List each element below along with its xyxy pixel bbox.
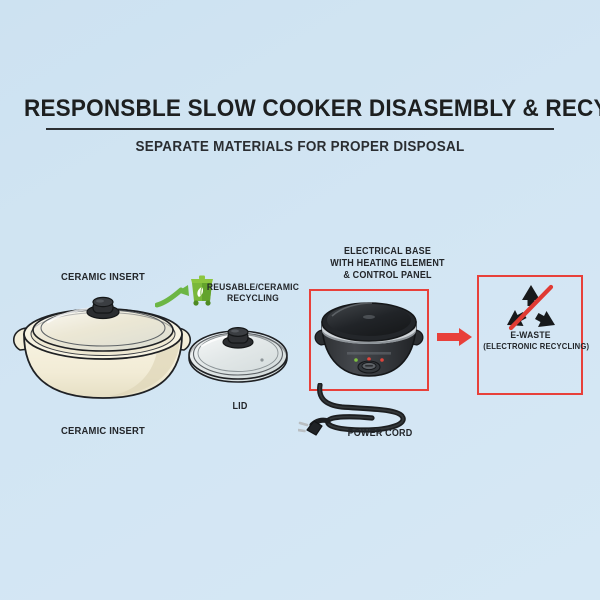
recycling-label-line1: REUSABLE/CERAMIC <box>206 282 300 293</box>
ewaste-highlight-box <box>477 275 583 395</box>
recycling-label-line2: RECYCLING <box>227 293 279 305</box>
title-divider <box>46 127 554 130</box>
page-subtitle: SEPARATE MATERIALS FOR PROPER DISPOSAL <box>135 138 465 155</box>
green-curved-arrow-icon <box>155 281 195 309</box>
ewaste-label-line2: (ELECTRONIC RECYCLING) <box>483 341 590 352</box>
power-cord-label: POWER CORD <box>347 428 413 439</box>
base-label-line3: & CONTROL PANEL <box>343 269 432 281</box>
electrical-base-illustration <box>312 292 426 388</box>
base-label-line2: WITH HEATING ELEMENT <box>330 257 445 269</box>
green-recycle-bin-icon <box>186 273 218 307</box>
electrical-base-label: ELECTRICAL BASE WITH HEATING ELEMENT & C… <box>322 246 453 281</box>
page-title: RESPONSBLE SLOW COOKER DISASEMBLY & RECY… <box>24 95 600 122</box>
ceramic-insert-illustration <box>8 292 198 407</box>
electrical-base-highlight-box <box>309 289 429 391</box>
ewaste-label-line1: E-WASTE <box>510 330 551 341</box>
crossed-out-recycling-symbol-icon <box>503 283 559 333</box>
red-right-arrow-icon <box>437 327 473 347</box>
ewaste-label: E-WASTE (ELECTRONIC RECYCLING) <box>483 330 589 352</box>
reusable-ceramic-recycling-label: REUSABLE/CERAMIC RECYCLING <box>204 282 303 304</box>
ceramic-insert-label-top: CERAMIC INSERT <box>61 271 145 283</box>
base-label-line1: ELECTRICAL BASE <box>343 246 432 257</box>
power-cord-illustration <box>298 383 416 445</box>
ceramic-insert-label-bottom: CERAMIC INSERT <box>61 425 145 437</box>
glass-lid-illustration <box>186 316 291 394</box>
header: RESPONSBLE SLOW COOKER DISASEMBLY & RECY… <box>0 95 600 155</box>
lid-label: LID <box>232 401 248 412</box>
